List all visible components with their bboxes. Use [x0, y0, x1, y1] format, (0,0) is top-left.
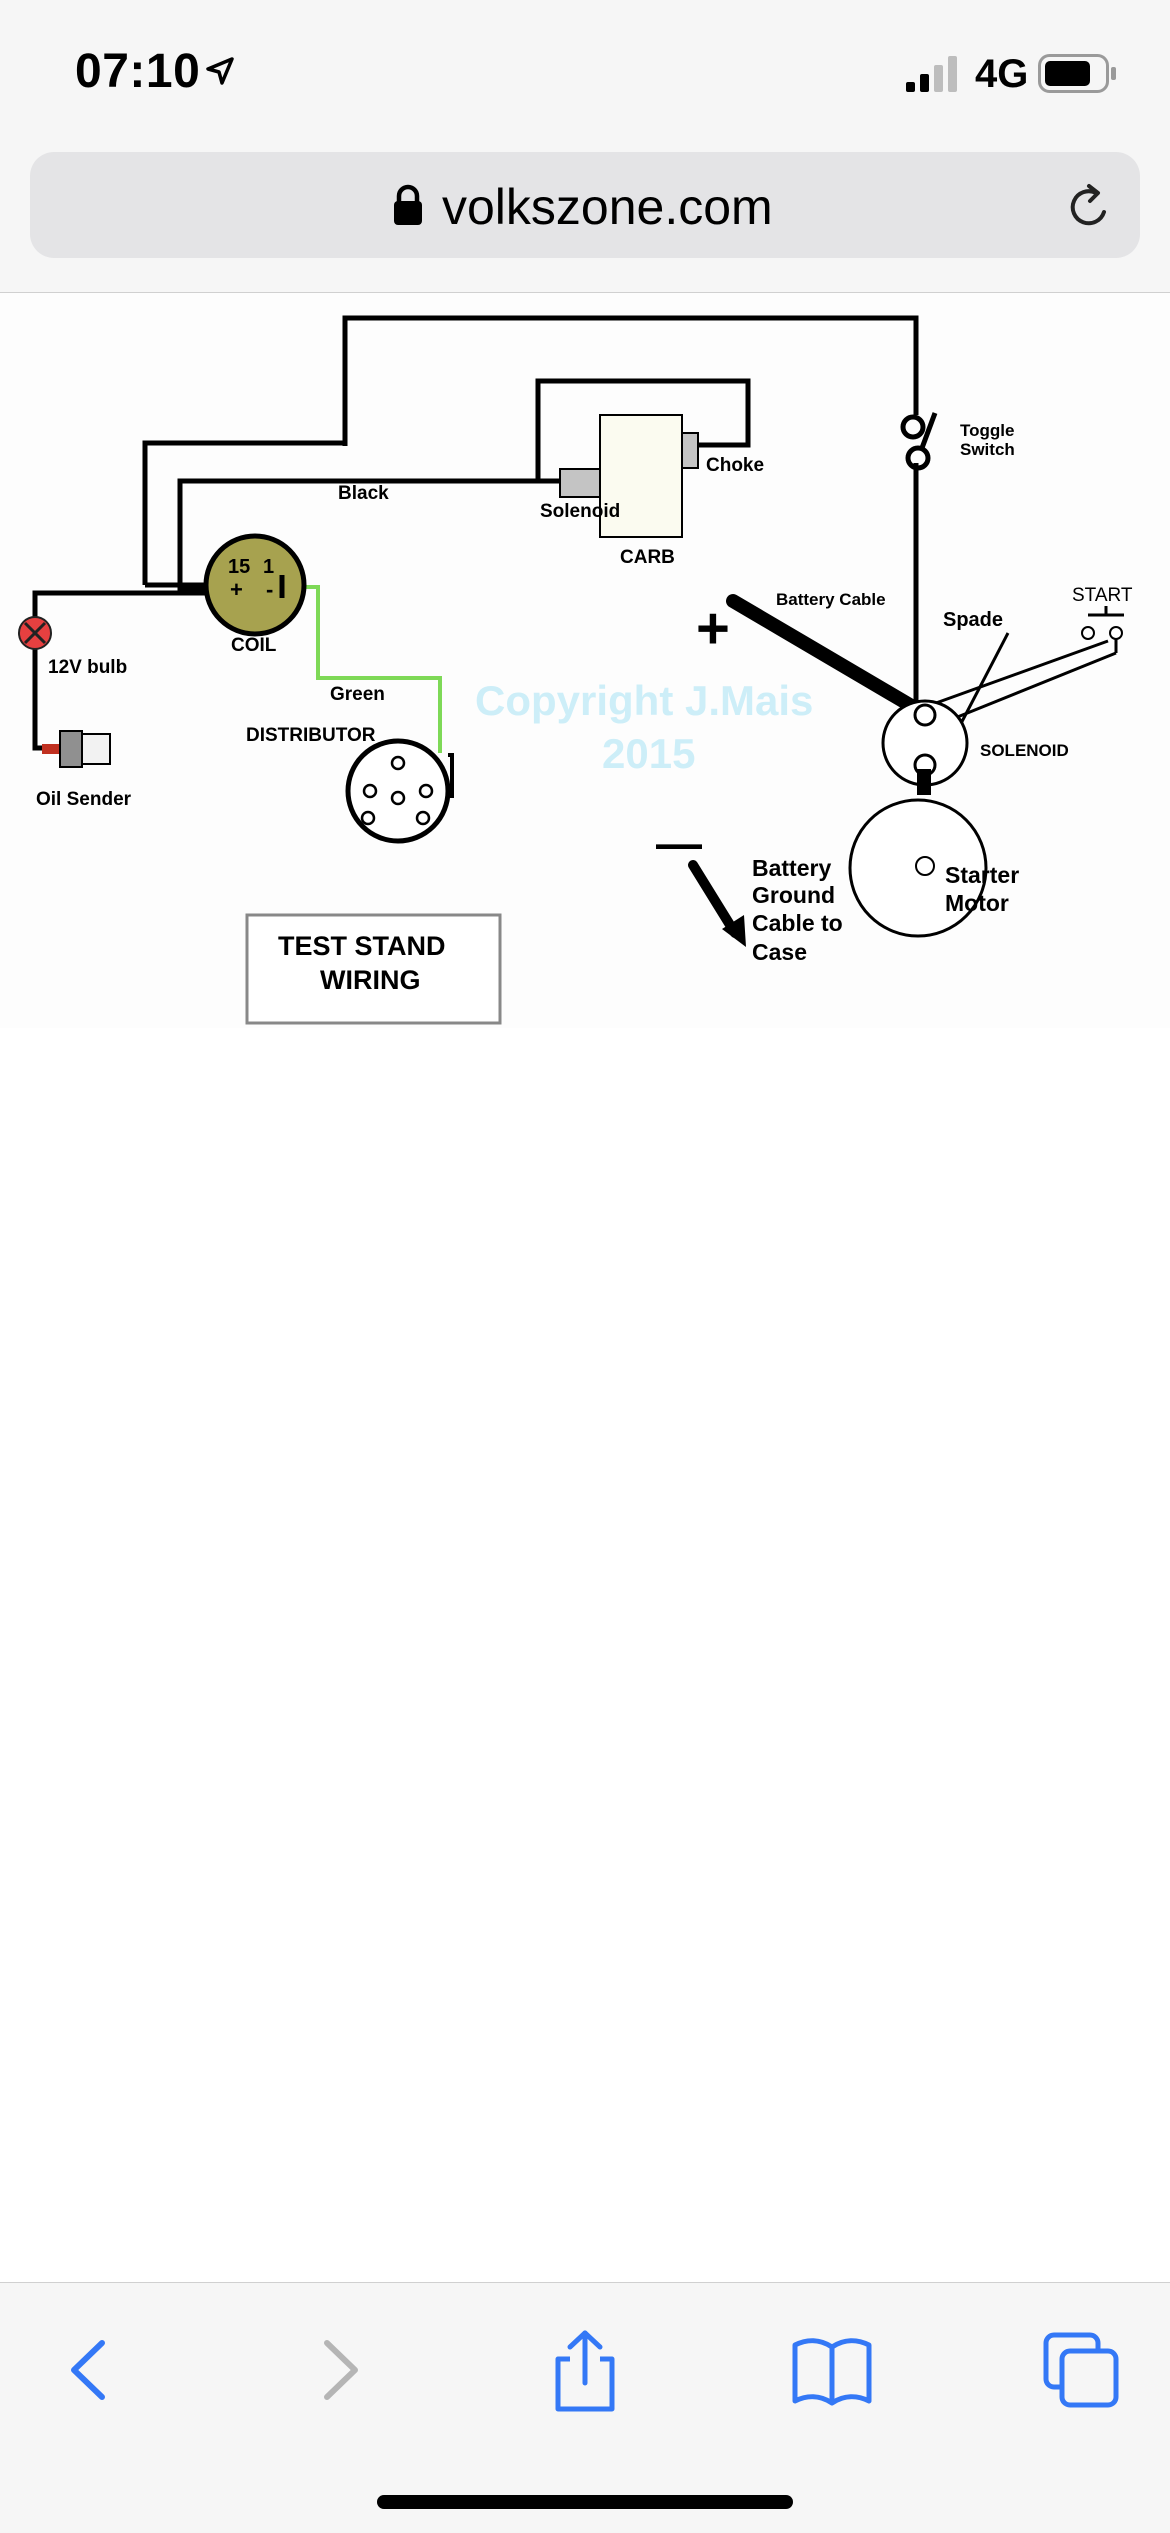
browser-address-area: volkszone.com: [0, 150, 1170, 293]
status-time: 07:10: [75, 45, 201, 98]
starter-solenoid-label: SOLENOID: [980, 741, 1069, 760]
ground-cable: [688, 860, 740, 938]
distributor-label: DISTRIBUTOR: [246, 725, 376, 746]
diagram-title-1: TEST STAND: [278, 931, 446, 961]
coil-body: [203, 533, 307, 637]
green-label: Green: [330, 684, 385, 705]
battery-cable-label: Battery Cable: [776, 590, 886, 609]
diagram-title-box: [245, 913, 502, 1025]
address-bar[interactable]: volkszone.com: [30, 152, 1140, 258]
coil-terminal-15: 15: [228, 556, 250, 578]
forward-icon[interactable]: [295, 2325, 385, 2415]
page-content: 15 1 + - COIL 12V bulb Oil Sender Green …: [0, 293, 1170, 2293]
ground-label-2: Ground: [752, 882, 835, 908]
spade-label: Spade: [943, 609, 1003, 631]
starter-label-2: Motor: [945, 890, 1009, 916]
ground-label-4: Case: [752, 939, 807, 965]
carb-solenoid: [559, 468, 601, 498]
status-bar: 07:10 4G: [0, 0, 1170, 150]
start-wires: [935, 632, 1118, 736]
share-icon[interactable]: [540, 2325, 630, 2415]
reload-icon[interactable]: [1066, 182, 1114, 232]
oil-sender-label: Oil Sender: [36, 789, 132, 810]
coil-label: COIL: [231, 635, 277, 656]
tabs-icon[interactable]: [1036, 2325, 1126, 2415]
black-label: Black: [338, 483, 389, 504]
choke-label: Choke: [706, 455, 764, 476]
carb-label: CARB: [620, 547, 675, 568]
battery-cable: [726, 594, 927, 718]
choke-block: [681, 432, 699, 469]
starter-label-1: Starter: [945, 862, 1019, 888]
network-type: 4G: [975, 52, 1029, 96]
ground-label-3: Cable to: [752, 910, 843, 936]
diagram-title-2: WIRING: [320, 965, 421, 995]
start-label: START: [1072, 585, 1133, 606]
wiring-diagram: 15 1 + - COIL 12V bulb Oil Sender Green …: [0, 293, 1170, 1028]
toggle-label-2: Switch: [960, 440, 1015, 459]
copyright-watermark-2: 2015: [602, 730, 695, 777]
oil-sender-icon: [42, 730, 111, 768]
coil-terminal-1: 1: [263, 556, 274, 578]
cellular-signal-icon: [906, 56, 957, 92]
toggle-label-1: Toggle: [960, 421, 1014, 440]
battery-plus: +: [696, 596, 730, 661]
lock-icon: [394, 184, 422, 225]
carb-solenoid-label: Solenoid: [540, 501, 620, 522]
back-icon[interactable]: [44, 2325, 134, 2415]
start-button-icon: [1081, 606, 1124, 640]
copyright-watermark-1: Copyright J.Mais: [475, 677, 813, 724]
location-arrow-icon: [206, 57, 234, 85]
coil-plus: +: [230, 577, 243, 602]
url-text: volkszone.com: [442, 179, 773, 235]
toggle-switch-icon: [900, 412, 938, 471]
ground-label-1: Battery: [752, 855, 831, 881]
bookmarks-icon[interactable]: [787, 2325, 877, 2415]
battery-icon: [1038, 54, 1116, 93]
home-indicator: [377, 2495, 793, 2509]
bulb-label: 12V bulb: [48, 657, 127, 678]
black-wires: [32, 315, 919, 751]
browser-toolbar: [0, 2282, 1170, 2533]
coil-minus: -: [266, 577, 273, 602]
